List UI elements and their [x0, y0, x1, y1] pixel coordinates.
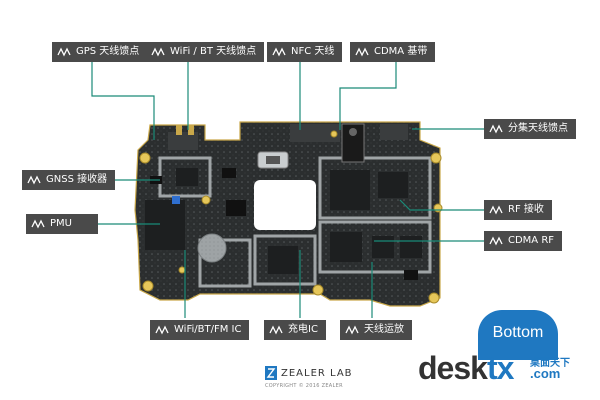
callout-label: GNSS 接收器 — [46, 174, 108, 185]
callout-label: WiFi/BT/FM IC — [174, 324, 242, 335]
callout-label: CDMA RF — [508, 235, 555, 246]
watermark-wordmark: desktx — [418, 350, 514, 387]
component — [172, 196, 180, 204]
brand-block: ZEALER LAB COPYRIGHT © 2016 ZEALER — [265, 363, 375, 397]
watermark-part2: tx — [486, 350, 514, 386]
site-watermark: desktx 桌面天下 .com — [418, 346, 600, 400]
shield-can — [400, 236, 422, 258]
component — [380, 124, 408, 140]
shield-can — [372, 236, 394, 258]
leader-lines — [91, 62, 486, 318]
callout-cdma-baseband: CDMA 基带 — [350, 42, 436, 62]
watermark-cn: 桌面天下 — [530, 358, 570, 369]
leader-rf-receive — [399, 199, 486, 211]
brand-logo-row: ZEALER LAB — [265, 363, 375, 383]
leader-gps — [91, 62, 155, 140]
callout-label: CDMA 基带 — [374, 46, 428, 57]
wave-icon — [151, 47, 165, 57]
component — [266, 156, 280, 164]
mounting-hole — [433, 203, 443, 213]
shield-can — [198, 238, 252, 288]
shield-can — [318, 220, 432, 274]
shield-can — [318, 156, 432, 220]
component — [188, 125, 194, 135]
callout-gnss: GNSS 接收器 — [22, 170, 116, 190]
callout-label: 分集天线馈点 — [508, 123, 568, 134]
shield-can — [330, 170, 370, 210]
callout-rf-receive: RF 接收 — [484, 200, 552, 220]
callout-label: 充电IC — [288, 324, 318, 335]
wave-icon — [345, 325, 359, 335]
callout-wifi-bt-fm: WiFi/BT/FM IC — [150, 320, 250, 340]
audio-jack — [341, 123, 365, 163]
callout-label: 天线运放 — [364, 324, 404, 335]
component — [290, 124, 340, 142]
wave-icon — [155, 325, 169, 335]
callout-gps: GPS 天线馈点 — [52, 42, 148, 62]
callout-charge: 充电IC — [264, 320, 326, 340]
mounting-hole — [139, 152, 151, 164]
component — [176, 125, 182, 135]
component — [222, 168, 236, 178]
side-badge: Bottom — [478, 310, 558, 360]
component — [168, 132, 198, 150]
shield-can — [176, 168, 198, 186]
component — [226, 200, 246, 216]
callout-label: PMU — [50, 218, 72, 229]
wave-icon — [31, 219, 45, 229]
shield-can — [330, 232, 362, 262]
wave-icon — [57, 47, 71, 57]
wave-icon — [489, 236, 503, 246]
callout-nfc: NFC 天线 — [267, 42, 343, 62]
watermark-com: .com — [530, 366, 561, 381]
callout-pa: 天线运放 — [340, 320, 412, 340]
shield-can — [268, 246, 298, 274]
callout-label: GPS 天线馈点 — [76, 46, 140, 57]
brand-name: ZEALER LAB — [281, 367, 353, 379]
mounting-hole — [330, 130, 338, 138]
zealer-logo-icon — [265, 366, 277, 380]
callout-label: NFC 天线 — [291, 46, 335, 57]
callout-label: RF 接收 — [508, 204, 544, 215]
audio-jack-hole — [349, 128, 357, 136]
leader-cdma-baseband — [339, 62, 397, 130]
callout-cdma-rf: CDMA RF — [484, 231, 563, 251]
wave-icon — [489, 124, 503, 134]
shield-can — [378, 172, 408, 198]
mounting-hole — [201, 195, 211, 205]
mounting-hole — [312, 284, 324, 296]
shield-can — [145, 200, 185, 250]
mounting-hole — [430, 152, 442, 164]
copyright-text: COPYRIGHT © 2016 ZEALER — [265, 383, 343, 389]
mounting-hole — [428, 292, 440, 304]
watermark-part1: desk — [418, 350, 488, 386]
board-cutout — [254, 180, 316, 230]
wave-icon — [27, 175, 41, 185]
callout-diversity: 分集天线馈点 — [484, 119, 576, 139]
mounting-hole — [142, 280, 154, 292]
component — [404, 270, 418, 280]
callout-label: WiFi / BT 天线馈点 — [170, 46, 257, 57]
wave-icon — [269, 325, 283, 335]
wave-icon — [272, 47, 286, 57]
shield-can — [253, 234, 317, 286]
mounting-hole — [178, 266, 186, 274]
wave-icon — [355, 47, 369, 57]
callout-wifi-bt-feed: WiFi / BT 天线馈点 — [146, 42, 265, 62]
wave-icon — [489, 205, 503, 215]
callout-pmu: PMU — [26, 214, 98, 234]
metal-pad — [197, 233, 227, 263]
